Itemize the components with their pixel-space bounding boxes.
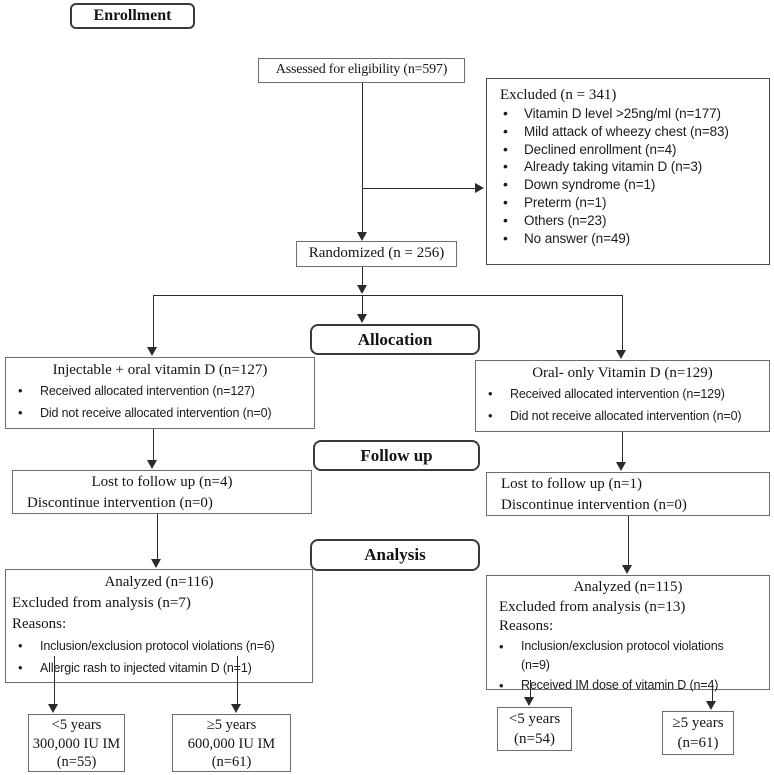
connector-to-excluded — [362, 187, 476, 189]
allocation-stage-label: Allocation — [310, 324, 480, 355]
analysis-left-reasons: Reasons: — [12, 616, 67, 632]
connector-branch-to-allocation-label — [361, 295, 363, 315]
excluded-title: Excluded (n = 341) — [500, 87, 617, 103]
followup-stage-text: Follow up — [360, 445, 433, 465]
subgroup-line: <5 years — [51, 717, 102, 733]
connector-left-arm-to-followup — [152, 429, 154, 460]
arm-oral-only-bullet: Received allocated intervention (n=129) — [476, 383, 769, 405]
arrowhead-at-branch — [356, 285, 367, 294]
arrowhead-into-right-old-subgroup — [706, 701, 716, 710]
connector-branch-to-left-arm — [152, 295, 154, 347]
randomized-text: Randomized (n = 256) — [308, 245, 445, 261]
subgroup-line: (n=61) — [211, 754, 252, 770]
analysis-left-title: Analyzed (n=116) — [104, 574, 214, 590]
arm-injectable-oral-box: Injectable + oral vitamin D (n=127) Rece… — [5, 357, 315, 429]
analysis-right-bullet: Received IM dose of vitamin D (n=4) — [487, 676, 769, 696]
connector-to-right-young-subgroup — [529, 680, 531, 697]
arm-oral-only-box: Oral- only Vitamin D (n=129) Received al… — [475, 360, 770, 432]
analysis-right-box: Analyzed (n=115) Excluded from analysis … — [486, 575, 770, 695]
arm-oral-only-title: Oral- only Vitamin D (n=129) — [532, 365, 713, 381]
analysis-right-reasons: Reasons: — [499, 618, 554, 634]
subgroup-line: (n=61) — [677, 735, 719, 751]
followup-left-line1: Lost to follow up (n=4) — [91, 474, 233, 490]
analysis-left-box: Analyzed (n=116) Excluded from analysis … — [5, 569, 313, 683]
arrowhead-into-allocation-label — [356, 314, 367, 323]
excluded-item: Mild attack of wheezy chest (n=83) — [487, 123, 769, 141]
analysis-left-bullet: Inclusion/exclusion protocol violations … — [6, 635, 312, 657]
connector-right-arm-to-followup — [621, 432, 623, 462]
arm-injectable-oral-bullet: Did not receive allocated intervention (… — [6, 402, 314, 424]
connector-branch-to-right-arm — [621, 295, 623, 350]
excluded-item: Already taking vitamin D (n=3) — [487, 158, 769, 176]
allocation-stage-text: Allocation — [357, 329, 433, 349]
excluded-box: Excluded (n = 341) Vitamin D level >25ng… — [486, 78, 770, 265]
analysis-right-title: Analyzed (n=115) — [573, 579, 683, 595]
connector-randomized-to-branch — [361, 267, 363, 286]
subgroup-line: 300,000 IU IM — [32, 736, 121, 752]
subgroup-line: (n=54) — [514, 731, 555, 747]
analysis-right-excluded: Excluded from analysis (n=13) — [499, 598, 686, 615]
arrowhead-into-left-arm — [147, 347, 157, 356]
arrowhead-into-left-old-subgroup — [231, 704, 241, 713]
arm-injectable-oral-title: Injectable + oral vitamin D (n=127) — [52, 362, 268, 378]
arrowhead-into-left-followup — [147, 460, 157, 469]
excluded-item: Preterm (n=1) — [487, 194, 769, 212]
arm-injectable-oral-bullet: Received allocated intervention (n=127) — [6, 380, 314, 402]
assessed-eligibility-text: Assessed for eligibility (n=597) — [275, 62, 448, 77]
excluded-item: Declined enrollment (n=4) — [487, 141, 769, 159]
analysis-right-bullet-cont: (n=9) — [521, 658, 550, 672]
followup-stage-label: Follow up — [313, 440, 480, 471]
connector-to-left-young-subgroup — [53, 656, 55, 704]
connector-to-right-old-subgroup — [711, 682, 713, 701]
arrowhead-into-right-followup — [616, 462, 626, 471]
enrollment-stage-text: Enrollment — [93, 7, 172, 24]
arm-oral-only-bullet: Did not receive allocated intervention (… — [476, 405, 769, 427]
branch-line — [152, 294, 623, 296]
arrowhead-into-right-young-subgroup — [524, 697, 534, 706]
arrowhead-into-randomized — [356, 232, 367, 241]
arrowhead-into-excluded — [475, 182, 484, 193]
followup-right-line1: Lost to follow up (n=1) — [501, 476, 642, 492]
subgroup-line: ≥5 years — [206, 717, 257, 733]
analysis-stage-text: Analysis — [364, 545, 426, 564]
followup-left-box: Lost to follow up (n=4) Discontinue inte… — [12, 470, 312, 514]
connector-assessed-to-randomized — [361, 83, 363, 238]
subgroup-line: ≥5 years — [672, 715, 724, 731]
arrowhead-into-right-arm — [616, 350, 626, 359]
subgroup-right-young-box: <5 years (n=54) — [497, 707, 572, 751]
excluded-item: Down syndrome (n=1) — [487, 176, 769, 194]
followup-left-line2: Discontinue intervention (n=0) — [27, 495, 213, 511]
subgroup-left-young-box: <5 years 300,000 IU IM (n=55) — [28, 714, 125, 772]
analysis-left-excluded: Excluded from analysis (n=7) — [12, 595, 191, 611]
arrowhead-into-right-analysis — [622, 565, 632, 574]
connector-left-followup-to-analysis — [156, 514, 158, 559]
subgroup-left-old-box: ≥5 years 600,000 IU IM (n=61) — [172, 714, 291, 772]
analysis-left-bullet: Allergic rash to injected vitamin D (n=1… — [6, 657, 312, 679]
analysis-right-bullet: Inclusion/exclusion protocol violations — [487, 637, 769, 657]
subgroup-line: <5 years — [508, 711, 561, 727]
followup-right-line2: Discontinue intervention (n=0) — [501, 497, 687, 513]
arrowhead-into-left-analysis — [151, 559, 161, 568]
connector-right-followup-to-analysis — [627, 516, 629, 565]
randomized-box: Randomized (n = 256) — [296, 241, 457, 267]
excluded-item: Others (n=23) — [487, 212, 769, 230]
excluded-item: No answer (n=49) — [487, 230, 769, 248]
analysis-stage-label: Analysis — [310, 539, 480, 571]
excluded-item: Vitamin D level >25ng/ml (n=177) — [487, 105, 769, 123]
arrowhead-into-left-young-subgroup — [48, 704, 58, 713]
enrollment-stage-label: Enrollment — [70, 3, 195, 29]
subgroup-line: (n=55) — [56, 754, 97, 770]
subgroup-line: 600,000 IU IM — [187, 736, 276, 752]
subgroup-right-old-box: ≥5 years (n=61) — [662, 711, 734, 755]
followup-right-box: Lost to follow up (n=1) Discontinue inte… — [486, 472, 770, 516]
connector-to-left-old-subgroup — [236, 656, 238, 704]
assessed-eligibility-box: Assessed for eligibility (n=597) — [258, 58, 465, 83]
